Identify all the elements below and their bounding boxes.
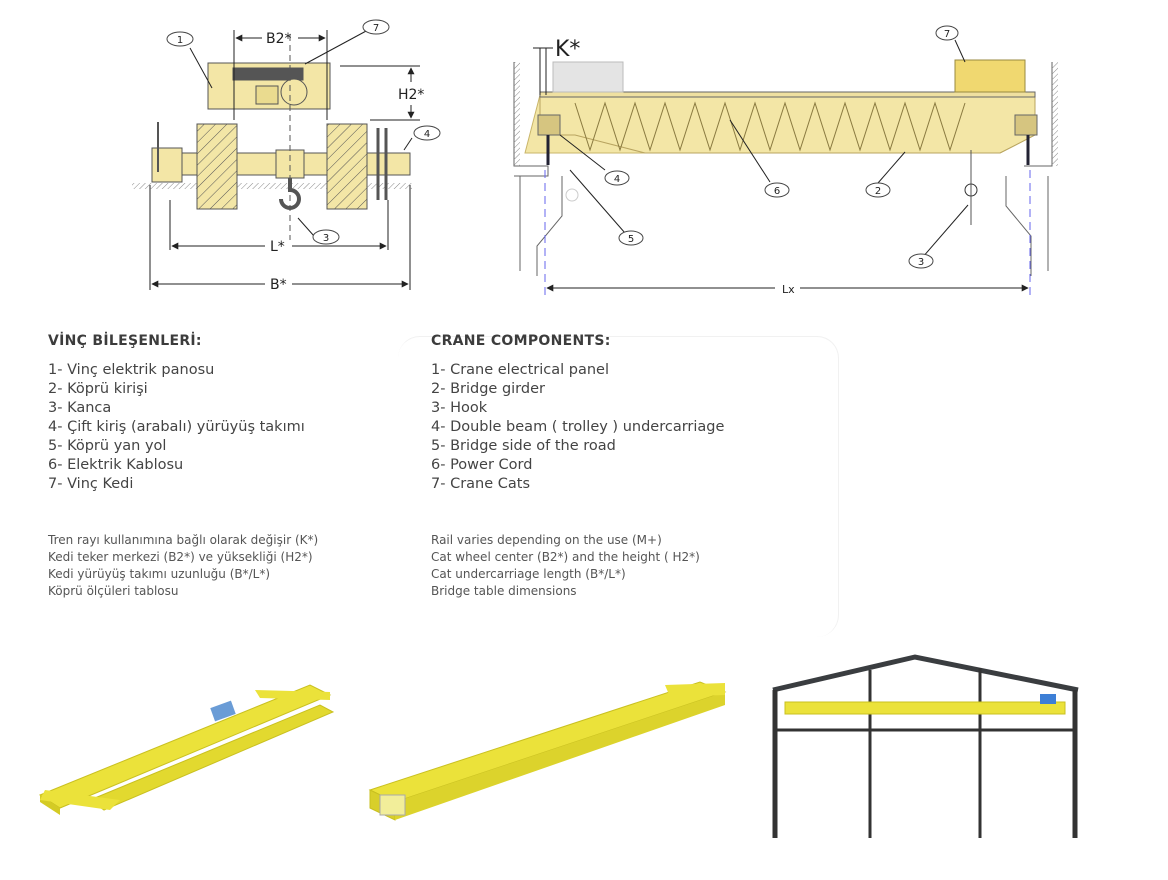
dim-b2: B2*: [266, 31, 292, 47]
front-view-labels: K* Lx 7 4 6 2 5 3: [555, 25, 959, 296]
english-heading: CRANE COMPONENTS:: [431, 333, 611, 349]
list-item: 1- Crane electrical panel: [431, 362, 610, 378]
front-view-dimensions: [533, 39, 1029, 292]
side-view-labels: B2* H2* L* B* 1 7 4 3: [166, 19, 441, 293]
single-girder-crane-render: [368, 681, 727, 821]
callout-7: 7: [944, 29, 950, 40]
dim-h2: H2*: [398, 87, 424, 103]
note: Bridge table dimensions: [431, 584, 577, 598]
list-item: 6- Elektrik Kablosu: [48, 457, 184, 473]
list-item: 6- Power Cord: [431, 457, 533, 473]
turkish-components-column: VİNÇ BİLEŞENLERİ: 1- Vinç elektrik panos…: [48, 333, 318, 600]
double-girder-crane-render: [38, 684, 335, 815]
list-item: 5- Köprü yan yol: [48, 438, 167, 454]
callout-4: 4: [424, 129, 430, 140]
callout-6: 6: [774, 186, 780, 197]
list-item: 5- Bridge side of the road: [431, 438, 616, 454]
building-frame-with-crane: [772, 654, 1079, 838]
list-item: 3- Kanca: [48, 400, 112, 416]
crane-front-view: [513, 59, 1058, 300]
list-item: 4- Double beam ( trolley ) undercarriage: [431, 419, 725, 435]
list-item: 2- Köprü kirişi: [48, 381, 148, 397]
callout-2: 2: [875, 186, 881, 197]
note: Cat wheel center (B2*) and the height ( …: [431, 550, 700, 564]
dim-b: B*: [270, 277, 287, 293]
list-item: 3- Hook: [431, 400, 488, 416]
turkish-notes: Tren rayı kullanımına bağlı olarak değiş…: [48, 532, 318, 600]
crane-side-view: [132, 35, 412, 240]
note: Kedi teker merkezi (B2*) ve yüksekliği (…: [48, 550, 313, 564]
note: Köprü ölçüleri tablosu: [48, 584, 179, 598]
english-components-column: CRANE COMPONENTS: 1- Crane electrical pa…: [431, 333, 724, 600]
english-notes: Rail varies depending on the use (M+) Ca…: [431, 532, 724, 600]
note: Cat undercarriage length (B*/L*): [431, 567, 626, 581]
list-item: 7- Vinç Kedi: [48, 476, 134, 492]
callout-7: 7: [373, 23, 379, 34]
list-item: 2- Bridge girder: [431, 381, 545, 397]
dim-k: K*: [555, 37, 580, 62]
note: Rail varies depending on the use (M+): [431, 533, 662, 547]
note: Tren rayı kullanımına bağlı olarak değiş…: [48, 533, 319, 547]
note: Kedi yürüyüş takımı uzunluğu (B*/L*): [48, 567, 271, 581]
turkish-heading: VİNÇ BİLEŞENLERİ:: [48, 333, 202, 349]
callout-4: 4: [614, 174, 620, 185]
list-item: 1- Vinç elektrik panosu: [48, 362, 215, 378]
list-item: 4- Çift kiriş (arabalı) yürüyüş takımı: [48, 419, 305, 435]
dim-l: L*: [270, 239, 285, 255]
text-card-outline: [398, 336, 839, 637]
dim-lx: Lx: [782, 283, 795, 296]
callout-5: 5: [628, 234, 634, 245]
callout-3: 3: [323, 233, 329, 244]
callout-1: 1: [177, 35, 183, 46]
list-item: 7- Crane Cats: [431, 476, 531, 492]
callout-3: 3: [918, 257, 924, 268]
side-view-dimensions: [149, 29, 420, 290]
